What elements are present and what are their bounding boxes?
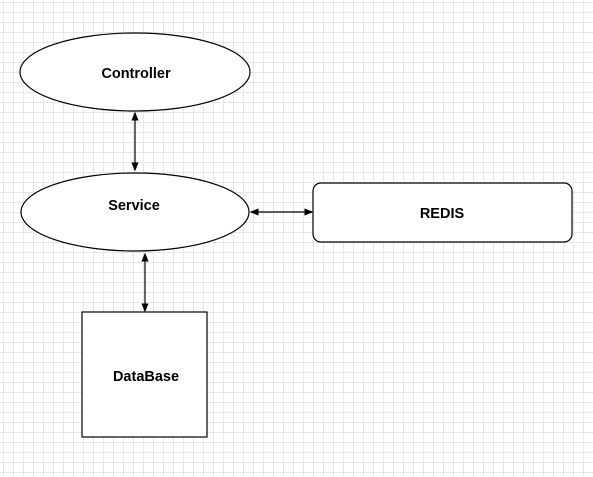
service-label: Service <box>108 198 160 214</box>
controller-ellipse[interactable] <box>19 32 251 112</box>
redis-box[interactable] <box>312 182 573 243</box>
service-ellipse[interactable] <box>20 172 250 252</box>
database-label: DataBase <box>113 369 179 385</box>
redis-node[interactable]: REDIS <box>312 182 573 243</box>
controller-label: Controller <box>101 66 171 82</box>
redis-label: REDIS <box>420 206 465 222</box>
database-node[interactable]: DataBase <box>81 311 208 438</box>
controller-node[interactable]: Controller <box>19 32 251 112</box>
service-node[interactable]: Service <box>20 172 250 252</box>
database-box[interactable] <box>81 311 208 438</box>
